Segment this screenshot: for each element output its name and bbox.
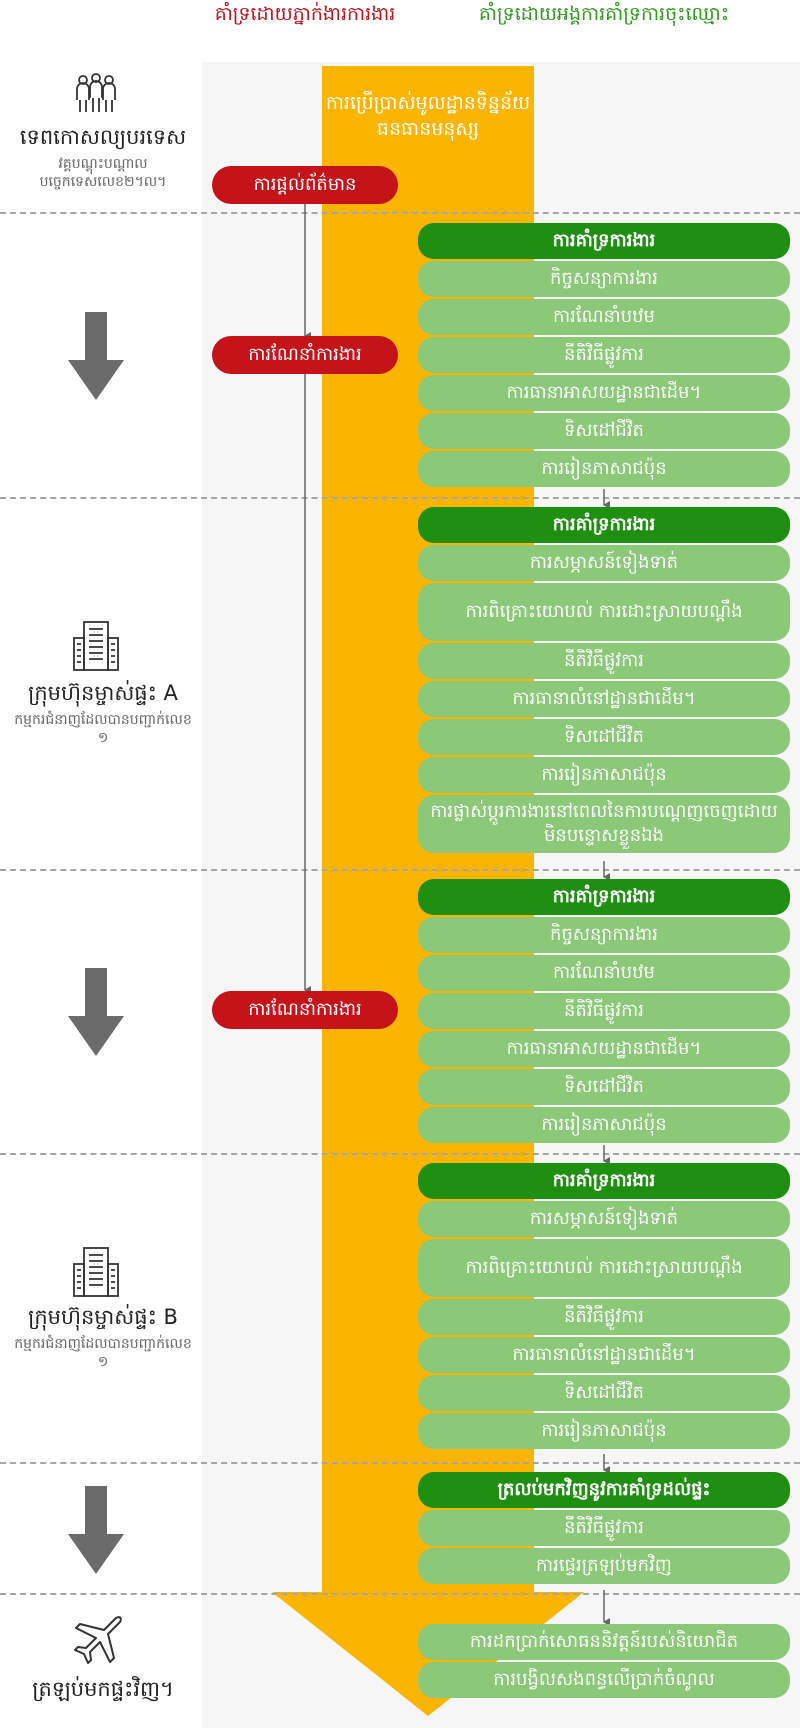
stage-divider [0, 869, 800, 871]
support-item: ការផ្លាស់ប្តូរការងារនៅពេលនៃការបណ្តេញចេញដ… [418, 795, 790, 853]
stage-subtitle: វគ្គបណ្តុះបណ្តាលបច្ចេកទេសលេខ២។ល។ [39, 156, 167, 190]
info-provision-pill: ការផ្តល់ព័ត៌មាន [212, 166, 398, 204]
agency-support-header: គាំទ្រដោយភ្នាក់ងារការងារ [214, 3, 396, 25]
building-icon [73, 1247, 119, 1297]
support-group-3: ការគាំទ្រការងារ កិច្ចសន្យាការងារ ការណែនា… [418, 879, 790, 1145]
support-item: នីតិវិធីផ្លូវការ [418, 643, 790, 679]
support-item: ការធានាលំនៅដ្ឋានជាដើម។ [418, 1337, 790, 1373]
stage-return-home: ត្រឡប់មកផ្ទះវិញ។ [8, 1676, 198, 1707]
support-item: ការដកប្រាក់សោធននិវត្តន៍របស់និយោជិត [418, 1624, 790, 1660]
employment-support-header: ការគាំទ្រការងារ [418, 879, 790, 915]
down-arrow-icon [68, 312, 124, 400]
building-icon [73, 621, 119, 671]
support-item: ទិសដៅជីវិត [418, 413, 790, 449]
stage-subtitle: កម្មករជំនាញដែលបានបញ្ជាក់លេខ ១ [14, 1336, 192, 1370]
return-home-support-header: ត្រលប់មកវិញនូវការគាំទ្រដល់ផ្ទះ [418, 1472, 790, 1508]
support-item: នីតិវិធីផ្លូវការ [418, 993, 790, 1029]
stage-title: ក្រុមហ៊ុនម្ចាស់ផ្ទះ A [28, 681, 178, 705]
stage-divider [0, 1153, 800, 1155]
support-item: ការធានាអាសយដ្ឋានជាដើម។ [418, 375, 790, 411]
support-group-6: ការដកប្រាក់សោធននិវត្តន៍របស់និយោជិត ការបង… [418, 1624, 790, 1700]
support-item: ការធានាអាសយដ្ឋានជាដើម។ [418, 1031, 790, 1067]
support-item: ការផ្ទេរត្រឡប់មកវិញ [418, 1548, 790, 1584]
support-item: ការរៀនភាសាជប៉ុន [418, 451, 790, 487]
down-arrow-icon [68, 968, 124, 1056]
support-item: កិច្ចសន្យាការងារ [418, 917, 790, 953]
stage-divider [0, 212, 800, 214]
support-item: ការណែនាំបឋម [418, 955, 790, 991]
people-icon [76, 73, 116, 112]
support-item: នីតិវិធីផ្លូវការ [418, 1510, 790, 1546]
support-item: នីតិវិធីផ្លូវការ [418, 1299, 790, 1335]
stage-host-company-a: ក្រុមហ៊ុនម្ចាស់ផ្ទះ A កម្មករជំនាញដែលបានប… [8, 680, 198, 747]
stage-subtitle: កម្មករជំនាញដែលបានបញ្ជាក់លេខ ១ [14, 712, 192, 746]
support-item: កិច្ចសន្យាការងារ [418, 261, 790, 297]
support-item: នីតិវិធីផ្លូវការ [418, 337, 790, 373]
support-item: ការសម្ភាសន៍ទៀងទាត់ [418, 545, 790, 581]
stage-divider [0, 1462, 800, 1464]
support-group-2: ការគាំទ្រការងារ ការសម្ភាសន៍ទៀងទាត់ ការពិ… [418, 507, 790, 855]
support-item: ការរៀនភាសាជប៉ុន [418, 1413, 790, 1449]
support-item: ការពិគ្រោះយោបល់ ការដោះស្រាយបណ្តឹង [418, 583, 790, 641]
support-group-1: ការគាំទ្រការងារ កិច្ចសន្យាការងារ ការណែនា… [418, 223, 790, 489]
airplane-icon [74, 1616, 122, 1664]
support-item: ទិសដៅជីវិត [418, 1375, 790, 1411]
stage-title: ក្រុមហ៊ុនម្ចាស់ផ្ទះ B [28, 1305, 178, 1329]
support-item: ទិសដៅជីវិត [418, 719, 790, 755]
job-introduction-pill: ការណែនាំការងារ [212, 336, 398, 374]
support-item: ការរៀនភាសាជប៉ុន [418, 1107, 790, 1143]
support-item: ការណែនាំបឋម [418, 299, 790, 335]
support-group-5: ត្រលប់មកវិញនូវការគាំទ្រដល់ផ្ទះ នីតិវិធីផ… [418, 1472, 790, 1586]
stage-title: ទេពកោសល្យបរទេស [19, 125, 187, 149]
support-item: ការបង្វិលសងពន្ធលើប្រាក់ចំណូល [418, 1662, 790, 1698]
stage-host-company-b: ក្រុមហ៊ុនម្ចាស់ផ្ទះ B កម្មករជំនាញដែលបានប… [8, 1304, 198, 1371]
stage-title: ត្រឡប់មកផ្ទះវិញ។ [32, 1677, 174, 1701]
stage-divider [0, 497, 800, 499]
employment-support-header: ការគាំទ្រការងារ [418, 507, 790, 543]
stage-divider [0, 1593, 800, 1595]
registration-support-header: គាំទ្រដោយអង្គការគាំទ្រការចុះឈ្មោះ [478, 3, 730, 25]
job-introduction-pill: ការណែនាំការងារ [212, 991, 398, 1029]
support-group-4: ការគាំទ្រការងារ ការសម្ភាសន៍ទៀងទាត់ ការពិ… [418, 1163, 790, 1451]
support-item: ការធានាលំនៅដ្ឋានជាដើម។ [418, 681, 790, 717]
support-item: ការរៀនភាសាជប៉ុន [418, 757, 790, 793]
employment-support-header: ការគាំទ្រការងារ [418, 223, 790, 259]
support-item: ការសម្ភាសន៍ទៀងទាត់ [418, 1201, 790, 1237]
support-item: ទិសដៅជីវិត [418, 1069, 790, 1105]
support-item: ការពិគ្រោះយោបល់ ការដោះស្រាយបណ្តឹង [418, 1239, 790, 1297]
hr-database-title: ការប្រើប្រាស់មូលដ្ឋានទិន្នន័យធនធានមនុស្ស [325, 92, 531, 140]
employment-support-header: ការគាំទ្រការងារ [418, 1163, 790, 1199]
stage-foreign-talent: ទេពកោសល្យបរទេស វគ្គបណ្តុះបណ្តាលបច្ចេកទេស… [8, 124, 198, 191]
down-arrow-icon [68, 1486, 124, 1574]
